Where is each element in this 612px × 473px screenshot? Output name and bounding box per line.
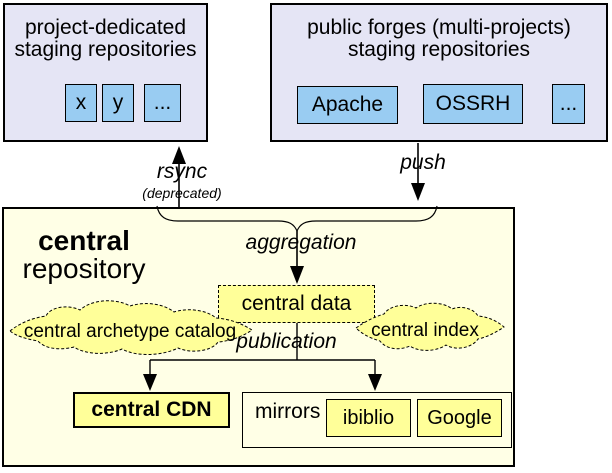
central-data-box: central data	[218, 285, 375, 323]
archetype-catalog-cloud-label: central archetype catalog	[23, 321, 237, 342]
aggregation-label: aggregation	[245, 231, 357, 254]
staging-repo-y: y	[102, 84, 134, 122]
staging-repo-x: x	[65, 84, 97, 122]
public-forges-title: public forges (multi-projects) staging r…	[307, 16, 571, 61]
rsync-label: rsync	[156, 160, 208, 183]
project-staging-title: project-dedicated staging repositories	[14, 16, 197, 61]
staging-repo-more: ...	[144, 84, 181, 122]
mirror-ibiblio: ibiblio	[326, 399, 411, 437]
central-title-line2: repository	[22, 253, 146, 284]
staging-repo-ossrh: OSSRH	[423, 84, 523, 124]
staging-repo-apache: Apache	[297, 86, 398, 124]
staging-repo-forges-more: ...	[552, 84, 585, 124]
central-title-line1: central	[38, 225, 130, 256]
deprecated-note: (deprecated)	[142, 185, 222, 201]
central-index-cloud-label: central index	[371, 320, 479, 341]
central-repository-title: central repository	[14, 227, 154, 283]
mirror-google: Google	[417, 399, 502, 437]
central-cdn-box: central CDN	[73, 392, 230, 428]
push-label: push	[400, 151, 446, 174]
public-forges-box: public forges (multi-projects) staging r…	[270, 3, 608, 142]
mirrors-label: mirrors	[255, 400, 321, 423]
mirrors-box: mirrors ibiblio Google	[242, 392, 512, 448]
project-staging-box: project-dedicated staging repositories x…	[3, 3, 208, 142]
publication-label: publication	[236, 330, 337, 353]
